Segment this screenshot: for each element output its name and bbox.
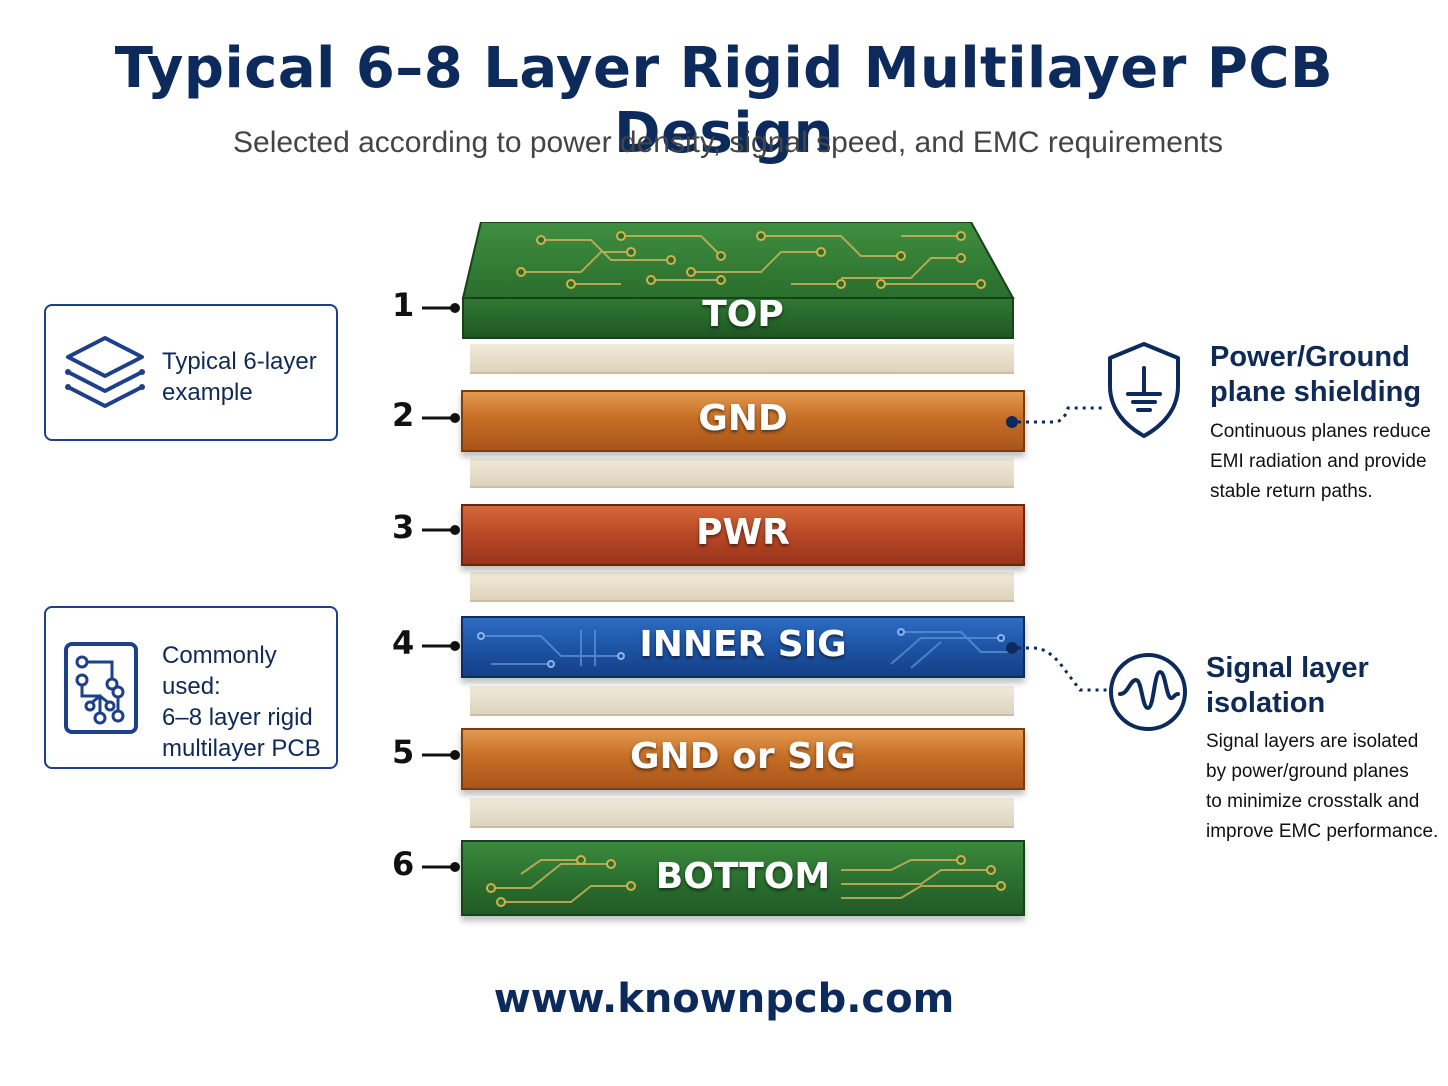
dielectric-layer: [470, 572, 1014, 602]
layer-pointer-4: [422, 641, 460, 651]
shielding-connector: [1006, 406, 1104, 428]
layer-number-1: 1: [392, 286, 415, 324]
dielectric-layer: [470, 344, 1014, 374]
layer-pointer-2: [422, 413, 460, 423]
info-card-commonly-used: Commonly used: 6–8 layer rigid multilaye…: [44, 606, 338, 769]
pcb-layer-gnd-or-sig: GND or SIG: [461, 728, 1025, 790]
layer-pointer-5: [422, 750, 460, 760]
callout-body-line: improve EMC performance.: [1206, 821, 1439, 842]
info-card-line: multilayer PCB: [162, 735, 321, 762]
circuit-icon: [64, 642, 138, 734]
callout-body-shielding: Continuous planes reduce EMI radiation a…: [1210, 417, 1431, 507]
dielectric-layer: [470, 458, 1014, 488]
layer-label-bottom: BOTTOM: [655, 856, 831, 897]
callout-title-line: Signal layer: [1206, 652, 1369, 684]
layer-face: [461, 728, 1025, 790]
info-card-text: Commonly used: 6–8 layer rigid multilaye…: [162, 640, 336, 764]
pcb-layer-bottom: BOTTOM: [461, 840, 1025, 916]
layer-pointer-6: [422, 862, 460, 872]
callout-title-line: Power/Ground: [1210, 341, 1410, 373]
pcb-layer-pwr: PWR: [461, 504, 1025, 566]
callout-title-isolation: Signal layer isolation: [1206, 651, 1369, 721]
pcb-layer-gnd: GND: [461, 390, 1025, 452]
layer-face: [461, 504, 1025, 566]
callout-body-line: Signal layers are isolated: [1206, 731, 1419, 752]
info-card-line: 6–8 layer rigid: [162, 704, 313, 731]
layer-label-gnd-or-sig: GND or SIG: [630, 736, 856, 777]
layers-icon: [65, 336, 145, 408]
layer-number-6: 6: [392, 845, 415, 883]
layer-number-3: 3: [392, 508, 415, 546]
signal-wave-icon: [1109, 653, 1187, 731]
callout-body-line: by power/ground planes: [1206, 761, 1409, 782]
bottom-traces-graphic: [486, 855, 1006, 907]
layer-face: [461, 390, 1025, 452]
pcb-layer-inner-sig: INNER SIG: [461, 616, 1025, 678]
isolation-connector: [1006, 642, 1108, 692]
page-subtitle: Selected according to power density, sig…: [233, 126, 1223, 159]
dielectric-layer: [470, 686, 1014, 716]
info-card-line: Typical 6-layer: [162, 348, 317, 375]
layer-number-2: 2: [392, 396, 415, 434]
callout-body-line: to minimize crosstalk and: [1206, 791, 1420, 812]
website-url[interactable]: www.knownpcb.com: [493, 976, 955, 1022]
dielectric-layer: [470, 798, 1014, 828]
layer-pointer-1: [422, 303, 460, 313]
callout-body-line: Continuous planes reduce: [1210, 421, 1431, 442]
callout-body-line: EMI radiation and provide: [1210, 451, 1427, 472]
layer-label-top: TOP: [702, 294, 784, 335]
callout-body-isolation: Signal layers are isolated by power/grou…: [1206, 727, 1438, 847]
layer-face: [461, 616, 1025, 678]
callout-body-line: stable return paths.: [1210, 481, 1373, 502]
info-card-line: Commonly used:: [162, 642, 277, 700]
layer-label-pwr: PWR: [696, 512, 790, 553]
callout-title-shielding: Power/Ground plane shielding: [1210, 340, 1421, 410]
layer-number-5: 5: [392, 733, 415, 771]
info-card-line: example: [162, 379, 253, 406]
layer-label-gnd: GND: [698, 398, 788, 439]
layer-number-4: 4: [392, 624, 415, 662]
callout-title-line: isolation: [1206, 687, 1326, 719]
signal-traces-graphic: [477, 628, 1011, 669]
layer-label-inner-sig: INNER SIG: [639, 624, 847, 665]
callout-title-line: plane shielding: [1210, 376, 1422, 408]
info-card-typical-example: Typical 6-layer example: [44, 304, 338, 441]
top-board-graphic: [461, 222, 1015, 339]
shield-ground-icon: [1108, 342, 1180, 438]
pcb-layer-top: TOP: [461, 222, 1025, 340]
layer-pointer-3: [422, 525, 460, 535]
info-card-text: Typical 6-layer example: [162, 346, 317, 408]
page-title: Typical 6–8 Layer Rigid Multilayer PCB D…: [114, 36, 1334, 166]
